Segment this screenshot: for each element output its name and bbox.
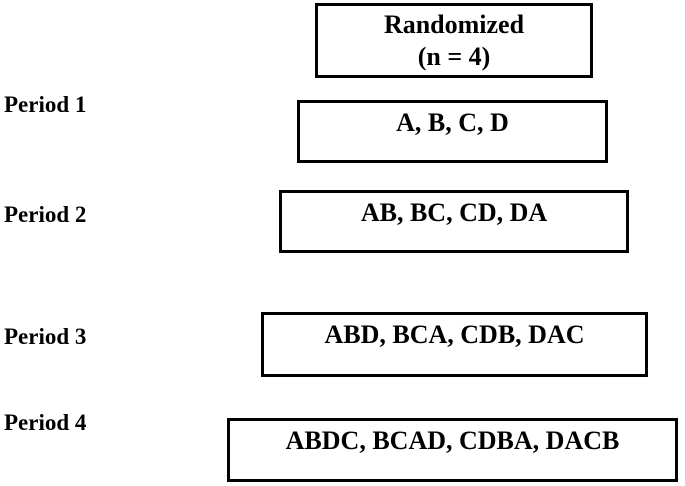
period-2-box: AB, BC, CD, DA — [279, 190, 629, 253]
randomized-box: Randomized (n = 4) — [315, 3, 593, 78]
period-3-box: ABD, BCA, CDB, DAC — [261, 312, 648, 377]
period-3-label: Period 3 — [4, 324, 87, 349]
period-1-label: Period 1 — [4, 92, 87, 117]
period-1-sequences: A, B, C, D — [396, 108, 509, 137]
period-2-label: Period 2 — [4, 202, 87, 227]
period-4-box: ABDC, BCAD, CDBA, DACB — [227, 418, 678, 482]
period-2-sequences: AB, BC, CD, DA — [360, 198, 548, 227]
period-1-box: A, B, C, D — [297, 100, 608, 163]
randomized-title: Randomized — [383, 9, 525, 39]
period-4-sequences: ABDC, BCAD, CDBA, DACB — [285, 426, 620, 455]
period-3-sequences: ABD, BCA, CDB, DAC — [324, 320, 585, 349]
randomized-sample-size: (n = 4) — [417, 41, 491, 71]
period-4-label: Period 4 — [4, 410, 87, 435]
